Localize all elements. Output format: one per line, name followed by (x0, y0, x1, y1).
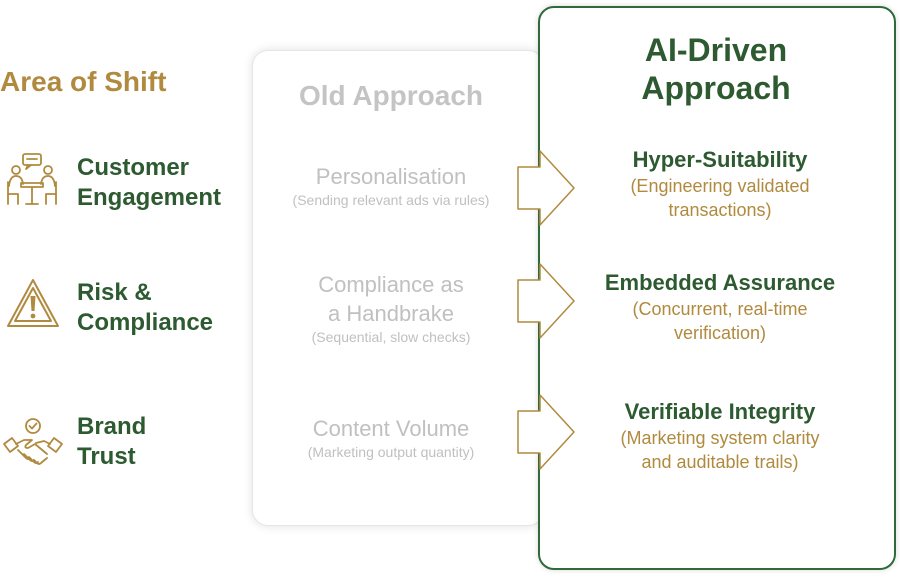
area-of-shift-heading: Area of Shift (0, 66, 167, 97)
new-item-subtitle: transactions) (668, 200, 772, 220)
shift-label-customer-engagement: Customer Engagement (77, 153, 221, 213)
shift-label-line: Brand (77, 413, 147, 440)
old-item-title: Compliance as (318, 272, 464, 297)
new-item-subtitle: and auditable trails) (641, 452, 799, 472)
new-item-subtitle: verification) (673, 323, 767, 343)
arrow-right-icon (517, 150, 575, 226)
customer-engagement-icon (7, 153, 57, 205)
new-item-title: Hyper-Suitability (632, 147, 808, 172)
old-item-subtitle: (Sending relevant ads via rules) (292, 192, 490, 208)
shift-label-line: Engagement (77, 184, 222, 211)
new-approach-item-embedded-assurance: Embedded Assurance (Concurrent, real-tim… (550, 269, 890, 345)
new-title-line: AI-Driven (644, 32, 788, 68)
ai-driven-approach-title: AI-Driven Approach (540, 31, 892, 107)
shift-label-brand-trust: Brand Trust (77, 412, 146, 472)
arrow-right-icon (517, 394, 575, 470)
shift-label-line: Customer (77, 154, 190, 181)
shift-label-line: Risk & (77, 279, 152, 306)
new-approach-item-verifiable-integrity: Verifiable Integrity (Marketing system c… (550, 398, 890, 474)
ai-driven-approach-card (538, 6, 896, 570)
new-item-title: Verifiable Integrity (624, 399, 816, 424)
new-item-title: Embedded Assurance (604, 270, 836, 295)
old-item-subtitle: (Sequential, slow checks) (311, 329, 471, 345)
old-item-subtitle: (Marketing output quantity) (307, 444, 475, 460)
new-title-line: Approach (641, 70, 791, 106)
shift-label-line: Compliance (77, 309, 214, 336)
new-item-subtitle: (Engineering validated (630, 176, 810, 196)
handshake-icon (3, 418, 63, 465)
warning-triangle-icon (7, 279, 59, 327)
arrow-right-icon (517, 263, 575, 339)
old-item-title: Content Volume (312, 416, 470, 441)
old-approach-item-content-volume: Content Volume (Marketing output quantit… (252, 414, 530, 461)
old-item-title: Personalisation (315, 164, 467, 189)
new-item-subtitle: (Marketing system clarity (620, 428, 820, 448)
old-approach-item-personalisation: Personalisation (Sending relevant ads vi… (252, 162, 530, 209)
new-item-subtitle: (Concurrent, real-time (632, 299, 808, 319)
shift-label-risk-compliance: Risk & Compliance (77, 278, 213, 338)
new-approach-item-hyper-suitability: Hyper-Suitability (Engineering validated… (550, 146, 890, 222)
old-item-title: a Handbrake (328, 301, 454, 326)
old-approach-title: Old Approach (298, 80, 484, 111)
old-approach-item-compliance: Compliance as a Handbrake (Sequential, s… (252, 270, 530, 346)
shift-label-line: Trust (77, 443, 136, 470)
